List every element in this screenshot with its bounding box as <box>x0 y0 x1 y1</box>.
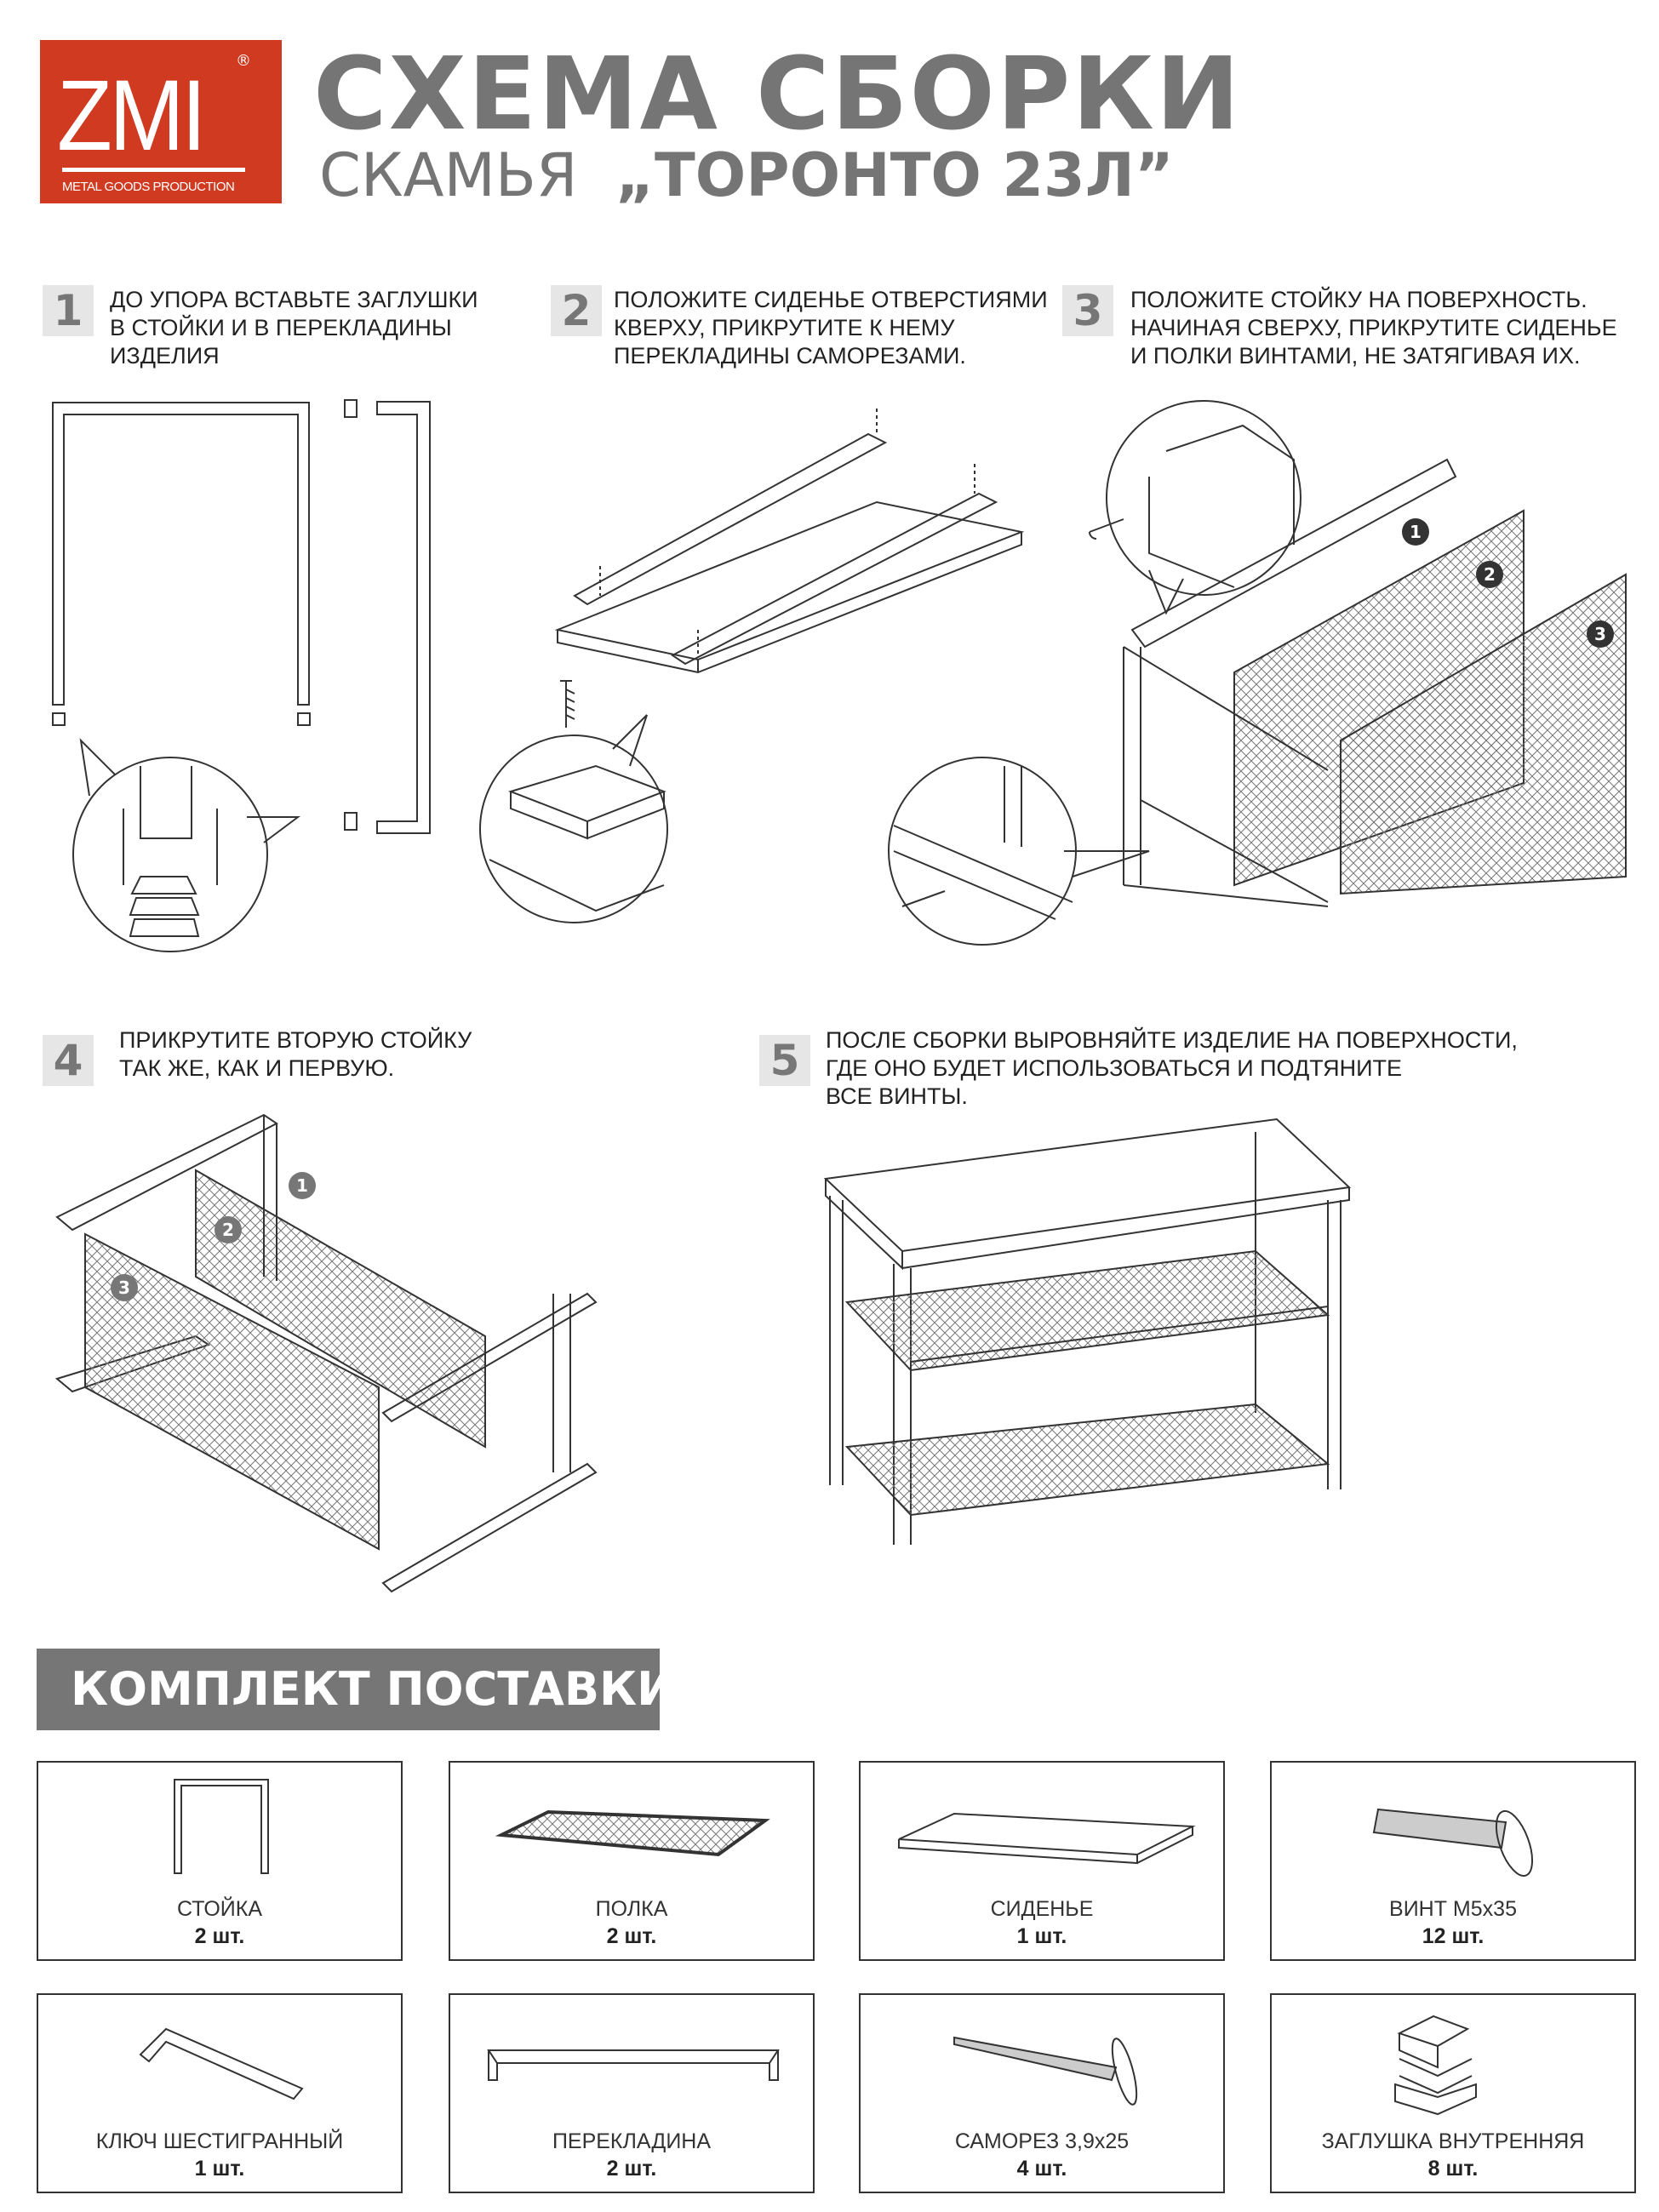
kit-item-name: САМОРЕЗ 3,9х25 <box>954 2129 1130 2153</box>
seat-board-icon <box>898 1812 1196 1865</box>
callout-2: 2 <box>1484 564 1496 585</box>
kit-item-seat: СИДЕНЬЕ 1 шт. <box>859 1761 1225 1961</box>
kit-item-bolt: ВИНТ М5х35 12 шт. <box>1270 1761 1636 1961</box>
step-5-number: 5 <box>759 1035 810 1086</box>
kit-item-name: ВИНТ М5х35 <box>1389 1897 1517 1921</box>
step-1-number: 1 <box>43 285 94 336</box>
kit-item-qty: 8 шт. <box>1427 2157 1479 2181</box>
logo-underline <box>62 168 245 172</box>
inner-plug-icon <box>1394 2015 1477 2116</box>
svg-text:2: 2 <box>222 1220 234 1240</box>
kit-item-qty: 12 шт. <box>1422 1924 1485 1948</box>
kit-item-name: КЛЮЧ ШЕСТИГРАННЫЙ <box>95 2129 344 2153</box>
step-2-seat-illustration <box>479 409 1025 923</box>
bolt-icon <box>1372 1808 1534 1878</box>
step-1-frame-illustration <box>52 399 431 952</box>
step-4-frame-illustration: 1 2 3 <box>54 1113 598 1593</box>
kit-item-qty: 1 шт. <box>1016 1924 1067 1948</box>
step-3-frame-illustration: 1 2 3 <box>888 400 1627 946</box>
kit-item-shelf: ПОЛКА 2 шт. <box>449 1761 815 1961</box>
kit-item-wood-screw: САМОРЕЗ 3,9х25 4 шт. <box>859 1993 1225 2193</box>
kit-item-qty: 1 шт. <box>194 2157 245 2181</box>
kit-item-inner-plug: ЗАГЛУШКА ВНУТРЕННЯЯ 8 шт. <box>1270 1993 1636 2193</box>
svg-text:1: 1 <box>296 1175 308 1196</box>
kit-item-name: ПОЛКА <box>595 1897 668 1921</box>
step-3-number: 3 <box>1062 285 1113 336</box>
kit-item-name: СИДЕНЬЕ <box>990 1897 1094 1921</box>
step-2-text: ПОЛОЖИТЕ СИДЕНЬЕ ОТВЕРСТИЯМИ КВЕРХУ, ПРИ… <box>614 287 1048 369</box>
step-5-text: ПОСЛЕ СБОРКИ ВЫРОВНЯЙТЕ ИЗДЕЛИЕ НА ПОВЕР… <box>826 1027 1518 1109</box>
product-type: СКАМЬЯ <box>319 140 578 210</box>
assembly-illustrations: 1 2 3 1 2 3 <box>52 399 1627 1593</box>
kit-item-name: ЗАГЛУШКА ВНУТРЕННЯЯ <box>1321 2129 1585 2153</box>
product-subtitle: СКАМЬЯ „ТОРОНТО 23Л” <box>319 143 1174 209</box>
kit-item-crossbar: ПЕРЕКЛАДИНА 2 шт. <box>449 1993 815 2193</box>
crossbar-icon <box>487 2049 780 2081</box>
registered-mark: ® <box>236 52 251 70</box>
hex-key-icon <box>139 2027 304 2101</box>
zmi-logo: ZMI ® METAL GOODS PRODUCTION <box>40 40 282 203</box>
product-name: „ТОРОНТО 23Л” <box>615 140 1174 210</box>
page-title: СХЕМА СБОРКИ <box>313 35 1242 152</box>
kit-item-post: СТОЙКА 2 шт. <box>37 1761 403 1961</box>
kit-section-title: КОМПЛЕКТ ПОСТАВКИ <box>37 1649 675 1730</box>
kit-item-qty: 2 шт. <box>606 2157 657 2181</box>
svg-text:3: 3 <box>118 1277 130 1298</box>
step-1-text: ДО УПОРА ВСТАВЬТЕ ЗАГЛУШКИ В СТОЙКИ И В … <box>110 287 478 369</box>
wood-screw-icon <box>953 2036 1138 2106</box>
kit-item-qty: 4 шт. <box>1016 2157 1067 2181</box>
frame-post-icon <box>174 1779 269 1874</box>
kit-item-qty: 2 шт. <box>606 1924 657 1948</box>
step-3-text: ПОЛОЖИТЕ СТОЙКУ НА ПОВЕРХНОСТЬ. НАЧИНАЯ … <box>1130 287 1617 369</box>
step-4-number: 4 <box>43 1035 94 1086</box>
kit-item-hex-key: КЛЮЧ ШЕСТИГРАННЫЙ 1 шт. <box>37 1993 403 2193</box>
kit-item-name: ПЕРЕКЛАДИНА <box>552 2129 712 2153</box>
mesh-shelf-icon <box>495 1809 770 1857</box>
step-5-bench-illustration <box>823 1117 1352 1545</box>
kit-item-name: СТОЙКА <box>176 1897 263 1921</box>
logo-tagline: METAL GOODS PRODUCTION <box>62 180 235 194</box>
callout-3: 3 <box>1594 624 1606 644</box>
kit-item-qty: 2 шт. <box>194 1924 245 1948</box>
logo-brand: ZMI <box>57 60 207 172</box>
step-4-text: ПРИКРУТИТЕ ВТОРУЮ СТОЙКУ ТАК ЖЕ, КАК И П… <box>119 1027 472 1081</box>
callout-1: 1 <box>1410 522 1422 542</box>
step-2-number: 2 <box>551 285 602 336</box>
